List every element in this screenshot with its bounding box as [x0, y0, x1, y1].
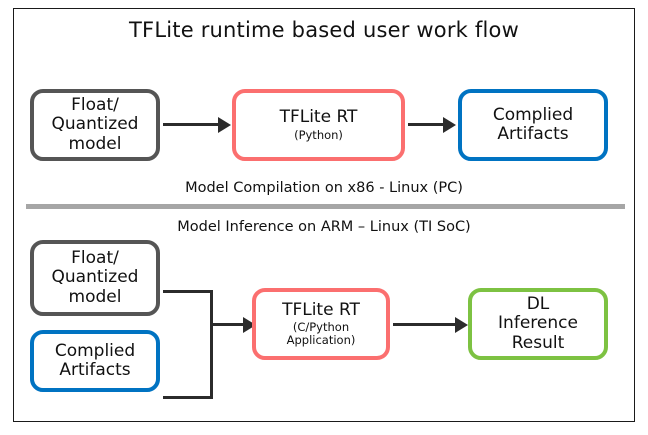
node-label: DL Inference Result	[498, 293, 578, 353]
node-tflite-rt-c-python[interactable]: TFLite RT (C/Python Application)	[252, 288, 390, 360]
connector-artifacts-stub-bottom	[163, 396, 213, 399]
connector-model-stub-bottom	[163, 290, 213, 293]
node-tflite-rt-python[interactable]: TFLite RT (Python)	[232, 89, 405, 161]
connector-merge-to-runtime	[210, 323, 246, 326]
node-sublabel: (C/Python Application)	[286, 320, 356, 348]
node-dl-inference-result[interactable]: DL Inference Result	[468, 288, 608, 360]
arrowhead-runtime-to-artifacts-top	[443, 117, 456, 133]
connector-merge-spine	[210, 290, 213, 399]
connector-runtime-to-result	[393, 323, 458, 326]
node-label: Float/ Quantized model	[51, 94, 139, 154]
node-label: Complied Artifacts	[492, 104, 574, 144]
arrowhead-runtime-to-result	[455, 317, 468, 333]
caption-compilation: Model Compilation on x86 - Linux (PC)	[185, 180, 463, 196]
node-float-quantized-model-top[interactable]: Float/ Quantized model	[30, 89, 160, 161]
connector-model-to-runtime-top	[163, 123, 221, 126]
node-complied-artifacts-bottom[interactable]: Complied Artifacts	[30, 330, 160, 392]
node-label: Float/ Quantized model	[51, 247, 139, 307]
page-title: TFLite runtime based user work flow	[129, 18, 519, 42]
node-complied-artifacts-top[interactable]: Complied Artifacts	[458, 89, 608, 161]
caption-inference: Model Inference on ARM – Linux (TI SoC)	[177, 219, 471, 235]
node-float-quantized-model-bottom[interactable]: Float/ Quantized model	[30, 240, 160, 316]
node-label: Complied Artifacts	[54, 340, 136, 380]
node-sublabel: (Python)	[294, 127, 343, 142]
connector-runtime-to-artifacts-top	[408, 123, 445, 126]
node-label: TFLite RT	[279, 107, 358, 128]
section-divider	[26, 204, 625, 209]
node-label: TFLite RT	[282, 299, 360, 320]
arrowhead-model-to-runtime-top	[218, 117, 231, 133]
